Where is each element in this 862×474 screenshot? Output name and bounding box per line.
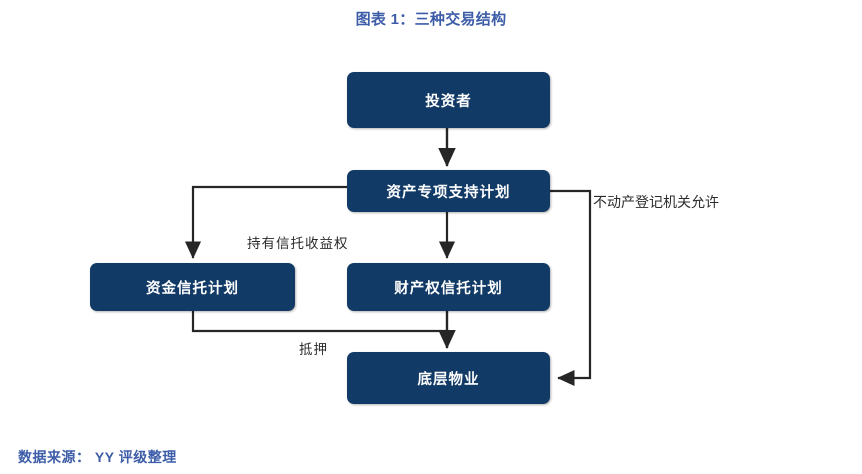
edge-label-hold-trust-beneficiary: 持有信托收益权 xyxy=(247,236,349,251)
node-investor-label: 投资者 xyxy=(425,93,472,110)
node-prop-trust[interactable]: 财产权信托计划 xyxy=(347,263,550,311)
node-fund-trust[interactable]: 资金信托计划 xyxy=(90,263,295,311)
node-underlying[interactable]: 底层物业 xyxy=(347,352,550,404)
node-abs-plan[interactable]: 资产专项支持计划 xyxy=(347,170,550,212)
node-abs-plan-label: 资产专项支持计划 xyxy=(386,184,511,201)
edge-label-mortgage: 抵押 xyxy=(299,342,328,357)
node-prop-trust-label: 财产权信托计划 xyxy=(394,280,503,297)
node-underlying-label: 底层物业 xyxy=(417,371,480,388)
page-title: 图表 1：三种交易结构 xyxy=(355,11,507,28)
source-note: 数据来源： YY 评级整理 xyxy=(18,449,177,465)
edge-abs-plan-to-underlying-registry xyxy=(550,189,592,387)
edge-fund-trust-to-underlying-mortgage xyxy=(191,311,447,333)
edge-label-registry-permission: 不动产登记机关允许 xyxy=(593,194,719,210)
diagram-canvas: 投资者 资产专项支持计划 资金信托计划 财产权信托计划 底层物业 持有信托收益权… xyxy=(0,40,862,430)
edge-abs-plan-to-fund-trust xyxy=(184,185,347,259)
node-fund-trust-label: 资金信托计划 xyxy=(146,280,239,297)
node-investor[interactable]: 投资者 xyxy=(347,72,550,128)
connector-layer xyxy=(184,128,592,387)
